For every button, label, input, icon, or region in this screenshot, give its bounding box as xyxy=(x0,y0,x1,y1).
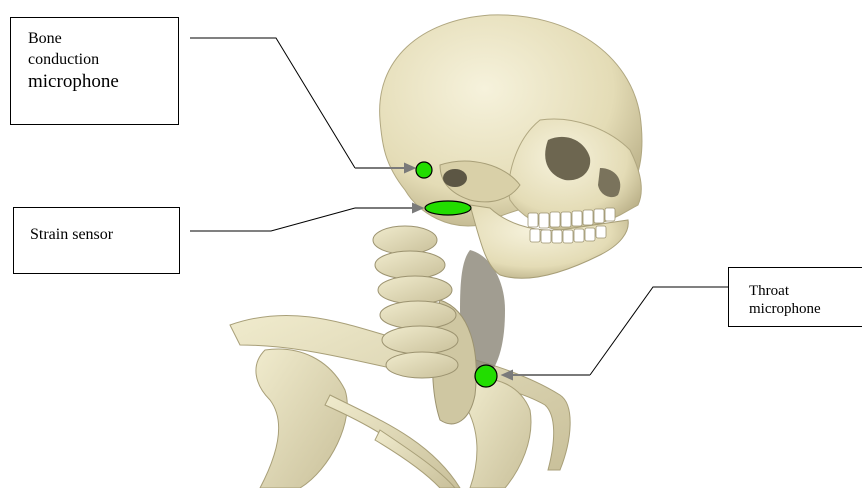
throat-microphone-label-box: Throat microphone xyxy=(728,267,862,327)
bone-label-line1: Bone xyxy=(28,28,178,49)
shoulder-blade xyxy=(256,349,347,488)
bone-label-line3: microphone xyxy=(28,70,178,93)
bone-label-line2: conduction xyxy=(28,49,178,70)
throat-label-line2: microphone xyxy=(749,300,862,318)
strain-label: Strain sensor xyxy=(30,226,179,244)
strain-sensor-label-box: Strain sensor xyxy=(13,207,180,274)
strain-leader xyxy=(190,208,355,231)
ear-canal xyxy=(443,169,467,187)
throat-label-line1: Throat xyxy=(749,282,862,300)
throat-leader xyxy=(590,287,728,375)
rib xyxy=(375,430,455,488)
bone-conduction-sensor xyxy=(416,162,432,178)
bone-mic-leader xyxy=(190,38,355,168)
throat-microphone-sensor xyxy=(475,365,497,387)
strain-sensor xyxy=(425,201,471,215)
bone-conduction-label-box: Bone conduction microphone xyxy=(10,17,179,125)
